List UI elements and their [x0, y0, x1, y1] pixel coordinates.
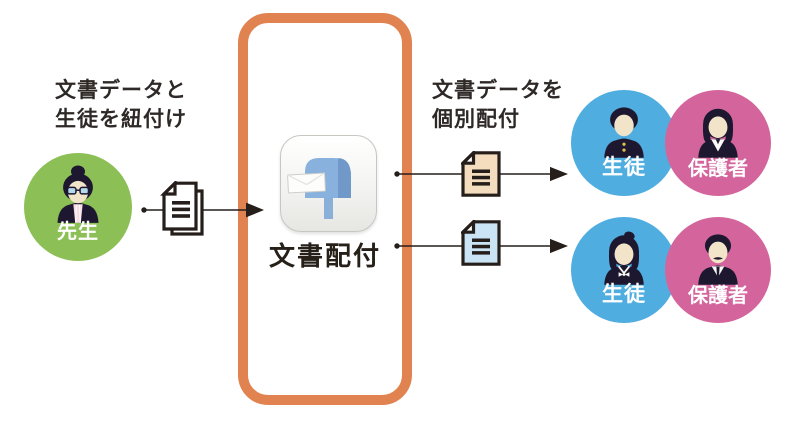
teacher-circle: 先生	[24, 153, 132, 261]
student-label-2: 生徒	[602, 283, 646, 306]
mailbox-icon	[287, 158, 351, 219]
right-caption: 文書データを 個別配付	[432, 76, 564, 134]
guardian-circle-2: 保護者	[665, 217, 771, 323]
document-icon-bottom	[461, 220, 501, 266]
left-caption: 文書データと 生徒を紐付け	[55, 76, 187, 134]
guardian-man-avatar-icon	[691, 227, 745, 285]
teacher-label: 先生	[57, 221, 99, 243]
mailbox-app-tile	[280, 135, 377, 232]
distribution-frame	[238, 13, 412, 405]
left-caption-line1: 文書データと	[55, 79, 187, 102]
guardian-woman-avatar-icon	[691, 100, 745, 158]
teacher-avatar-icon	[50, 163, 106, 223]
right-caption-line1: 文書データを	[432, 79, 564, 102]
right-caption-line2: 個別配付	[432, 108, 520, 131]
guardian-label-2: 保護者	[688, 285, 748, 307]
student-boy-avatar-icon	[597, 100, 651, 158]
document-stack-icon	[160, 181, 204, 236]
app-title: 文書配付	[268, 241, 381, 271]
student-circle-1: 生徒	[571, 90, 677, 196]
student-circle-2: 生徒	[571, 217, 677, 323]
student-label-1: 生徒	[602, 156, 646, 179]
document-icon-top	[461, 151, 501, 197]
guardian-label-1: 保護者	[688, 158, 748, 180]
student-girl-avatar-icon	[597, 227, 651, 285]
guardian-circle-1: 保護者	[665, 90, 771, 196]
left-caption-line2: 生徒を紐付け	[55, 108, 187, 131]
